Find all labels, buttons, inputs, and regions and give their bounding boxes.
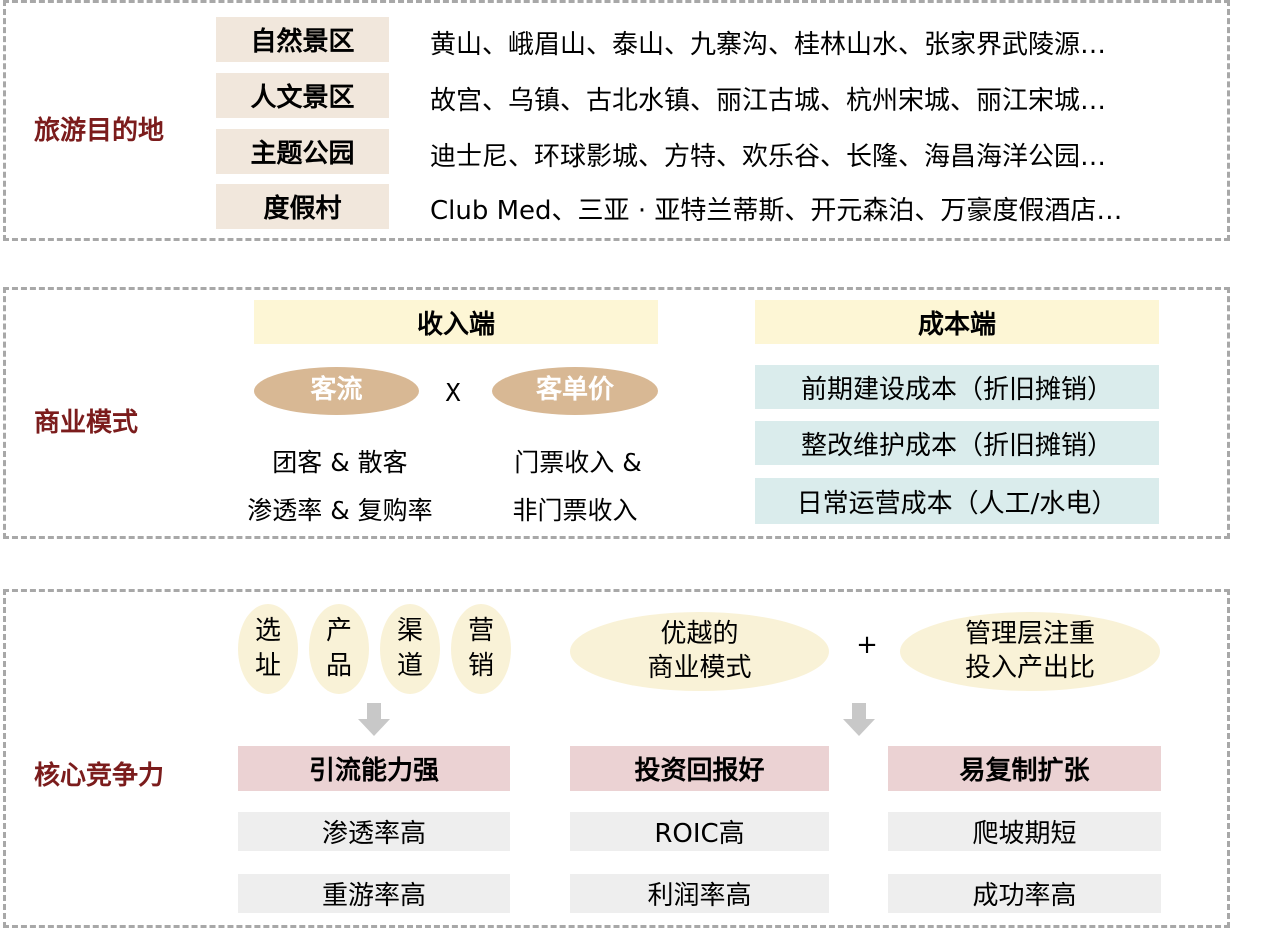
- factor-channel-oval: 渠 道: [380, 604, 440, 694]
- result-item-penetration: 渗透率高: [238, 812, 510, 851]
- management-oval: 管理层注重 投入产出比: [900, 612, 1160, 691]
- factor-product-bottom: 品: [325, 651, 352, 681]
- cost-item-maintenance: 整改维护成本（折旧摊销）: [755, 421, 1159, 465]
- destination-panel: [3, 0, 1230, 241]
- factor-product-top: 产: [325, 615, 352, 646]
- business-model-line1: 优越的: [660, 618, 739, 649]
- category-natural: 自然景区: [216, 17, 389, 62]
- revenue-left-line2: 渗透率 & 复购率: [247, 496, 433, 525]
- result-item-roic: ROIC高: [570, 812, 829, 851]
- customer-flow-label: 客流: [310, 375, 363, 406]
- factor-marketing-oval: 营 销: [451, 604, 511, 694]
- business-title: 商业模式: [34, 408, 139, 438]
- destination-title: 旅游目的地: [34, 116, 165, 146]
- result-header-return: 投资回报好: [570, 746, 829, 791]
- result-item-rampup: 爬坡期短: [888, 812, 1161, 851]
- resort-examples: Club Med、三亚 · 亚特兰蒂斯、开元森泊、万豪度假酒店…: [430, 196, 1123, 226]
- factor-channel-bottom: 道: [396, 651, 423, 681]
- result-header-traffic: 引流能力强: [238, 746, 510, 791]
- result-item-success: 成功率高: [888, 874, 1161, 913]
- avg-spend-label: 客单价: [535, 375, 614, 406]
- management-line2: 投入产出比: [964, 652, 1095, 683]
- down-arrow-icon: [843, 703, 875, 736]
- revenue-header: 收入端: [254, 300, 658, 344]
- competitiveness-title: 核心竞争力: [34, 761, 165, 791]
- theme-park-examples: 迪士尼、环球影城、方特、欢乐谷、长隆、海昌海洋公园…: [430, 142, 1107, 172]
- cultural-examples: 故宫、乌镇、古北水镇、丽江古城、杭州宋城、丽江宋城…: [430, 86, 1107, 116]
- down-arrow-icon: [358, 703, 390, 736]
- result-item-margin: 利润率高: [570, 874, 829, 913]
- factor-channel-text: 渠 道: [397, 614, 423, 684]
- revenue-left-line1: 团客 & 散客: [272, 448, 408, 477]
- customer-flow-oval: 客流: [254, 367, 419, 415]
- factor-location-top: 选: [254, 615, 281, 646]
- factor-product-oval: 产 品: [309, 604, 369, 694]
- factor-location-bottom: 址: [254, 651, 281, 681]
- factor-location-oval: 选 址: [238, 604, 298, 694]
- cost-item-construction: 前期建设成本（折旧摊销）: [755, 365, 1159, 409]
- business-model-line2: 商业模式: [647, 652, 752, 683]
- business-panel: [3, 287, 1230, 539]
- category-theme-park: 主题公园: [216, 129, 389, 174]
- management-line1: 管理层注重: [964, 618, 1095, 649]
- factor-product-text: 产 品: [326, 614, 352, 684]
- category-resort: 度假村: [216, 184, 389, 229]
- business-model-oval: 优越的 商业模式: [570, 612, 829, 691]
- avg-spend-oval: 客单价: [492, 367, 658, 415]
- category-cultural: 人文景区: [216, 73, 389, 118]
- result-item-revisit: 重游率高: [238, 874, 510, 913]
- plus-sign: +: [856, 630, 878, 660]
- revenue-right-line1: 门票收入 &: [514, 448, 642, 477]
- factor-marketing-text: 营 销: [468, 614, 494, 684]
- factor-location-text: 选 址: [255, 614, 281, 684]
- revenue-right-line2: 非门票收入: [512, 496, 638, 525]
- factor-marketing-top: 营: [467, 615, 494, 646]
- competitiveness-panel: [3, 589, 1230, 928]
- natural-examples: 黄山、峨眉山、泰山、九寨沟、桂林山水、张家界武陵源…: [430, 30, 1107, 60]
- factor-marketing-bottom: 销: [467, 651, 494, 681]
- result-header-replication: 易复制扩张: [888, 746, 1161, 791]
- cost-item-operation: 日常运营成本（人工/水电）: [755, 478, 1159, 524]
- factor-channel-top: 渠: [396, 615, 423, 646]
- cost-header: 成本端: [755, 300, 1159, 344]
- multiply-sign: X: [445, 378, 461, 407]
